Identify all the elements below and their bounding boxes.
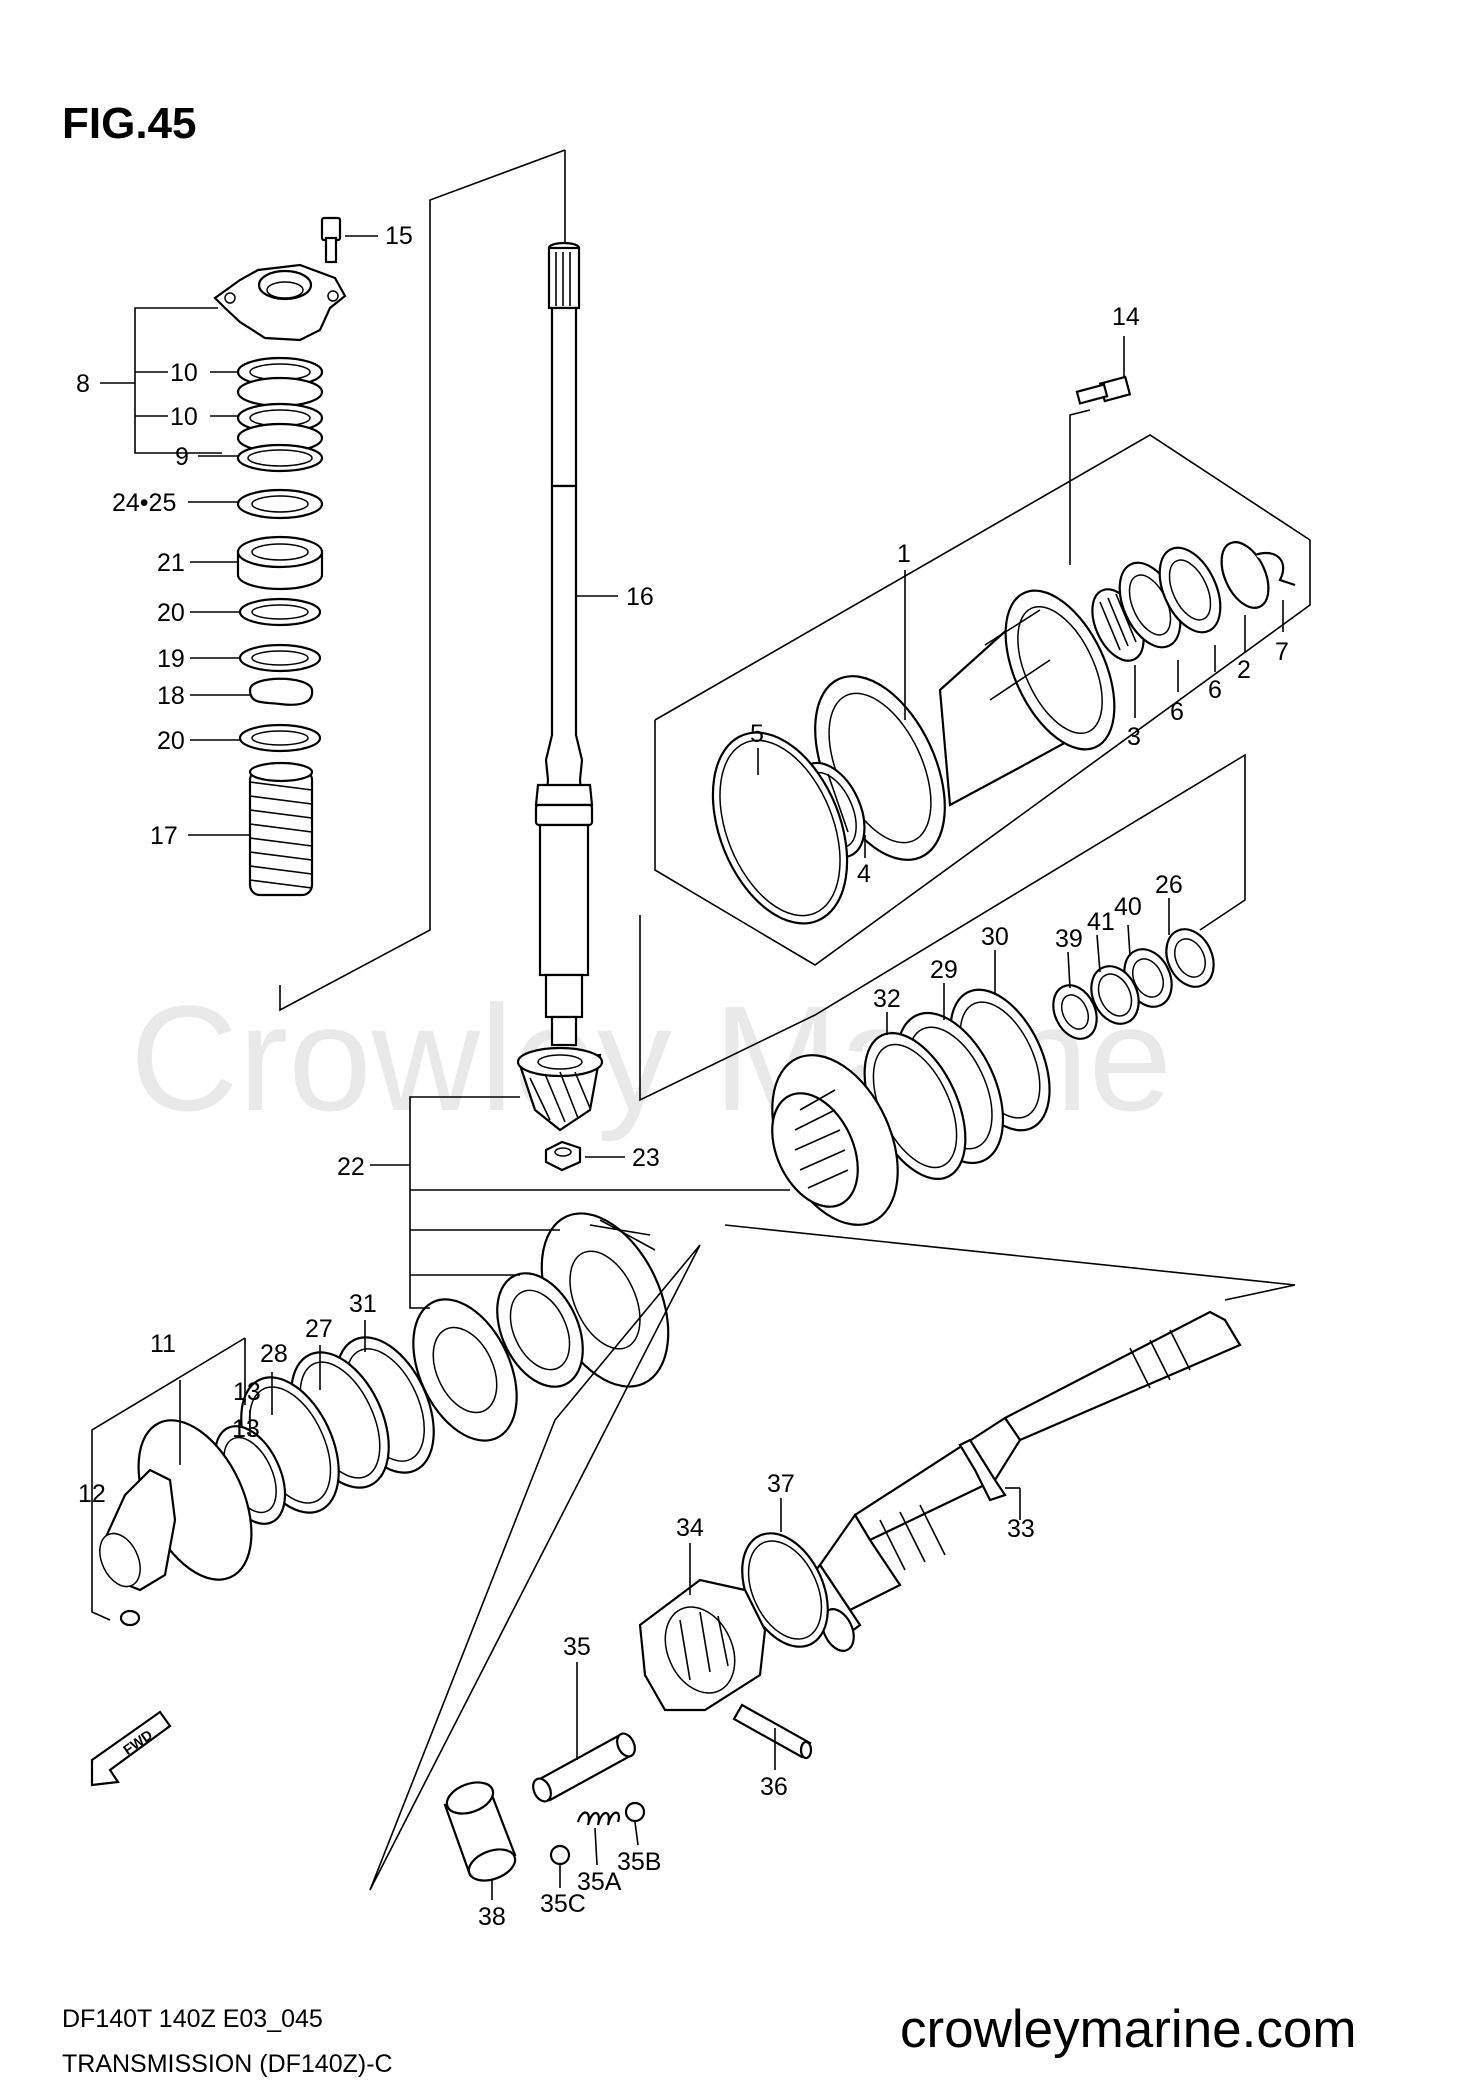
callout-13a: 13 [233,1378,261,1406]
callout-35b: 35B [617,1848,661,1876]
callout-32: 32 [873,985,901,1013]
callout-7: 7 [1275,638,1289,666]
callout-21: 21 [157,549,185,577]
clutch-group: 37 34 [638,1470,829,1712]
website-link[interactable]: crowleymarine.com [900,2000,1357,2059]
callout-40: 40 [1114,893,1142,921]
callout-41: 41 [1087,908,1115,936]
reverse-bearing-group: 11 13 13 28 27 31 12 13 [78,1290,435,1627]
drive-shaft-16: 16 [534,150,654,1047]
nut-23: 23 [544,1140,660,1172]
callout-27: 27 [305,1315,333,1343]
propeller-shaft-housing-group: 14 [639,303,1311,1102]
callout-35: 35 [563,1633,591,1661]
callout-2: 2 [1237,656,1251,684]
diagram-title: TRANSMISSION (DF140Z)-C [62,2050,393,2078]
spring-18 [248,677,314,706]
gear-set-22: 23 22 [337,1046,1296,1891]
callout-33: 33 [1007,1515,1035,1543]
callout-5: 5 [750,720,764,748]
callout-8: 8 [76,370,90,398]
callout-19: 19 [157,645,185,673]
housing-frame [654,434,1311,966]
pin-36: 36 [732,1703,813,1801]
ball-35c: 35C [540,1844,586,1918]
spring-17 [248,761,314,897]
bearing-21 [236,535,324,591]
gear-case-housing [814,589,1116,861]
callout-6b: 6 [1208,676,1222,704]
callout-3: 3 [1127,723,1141,751]
bracket-8 [134,307,222,454]
callout-29: 29 [930,956,958,984]
callout-28: 28 [260,1340,288,1368]
bearing-housing-12 [98,1419,253,1627]
model-code: DF140T 140Z E03_045 [62,2005,323,2033]
callout-39: 39 [1055,925,1083,953]
figure-label: FIG.45 [62,99,197,148]
clutch-dog-34 [638,1578,767,1712]
callout-26: 26 [1155,871,1183,899]
callout-38: 38 [478,1903,506,1931]
stack-frame-line [279,149,566,1012]
callout-37: 37 [767,1470,795,1498]
housing-frame-lower [639,753,1246,1102]
upper-bearing-stack-group: 15 8 10 10 9 24•25 21 20 19 18 20 17 [76,149,566,1012]
callout-36: 36 [760,1773,788,1801]
callout-24-25: 24•25 [112,489,176,517]
callout-10a: 10 [170,359,198,387]
callout-12: 12 [78,1480,106,1508]
callout-18: 18 [157,682,185,710]
pinion-gear [516,1046,604,1132]
seal-2 [1220,541,1270,609]
bracket-22 [409,1096,520,1309]
bolt-14 [1075,375,1132,405]
callout-20b: 20 [157,727,185,755]
propeller-shaft-33: 33 [806,1310,1242,1652]
callout-31: 31 [349,1290,377,1318]
bolt-14-line [1069,409,1091,565]
clip-7 [1254,552,1296,587]
ball-35b: 35B [617,1801,661,1876]
callout-17: 17 [150,822,178,850]
bearing-housing [213,263,347,342]
callout-22: 22 [337,1153,365,1181]
pin-35: 35 [532,1633,636,1803]
clutch-guide-line [369,1244,701,1891]
spring-35a: 35A [576,1811,622,1896]
callout-15: 15 [385,222,413,250]
callout-16: 16 [626,583,654,611]
callout-35c: 35C [540,1890,586,1918]
callout-1: 1 [897,540,911,568]
callout-20a: 20 [157,599,185,627]
callout-10b: 10 [170,403,198,431]
bracket-11 [91,1337,246,1621]
shaft-guide-line [724,1224,1296,1301]
callout-6a: 6 [1170,698,1184,726]
callout-4: 4 [857,860,871,888]
callout-13-lower: 13 [232,1415,260,1443]
callout-34: 34 [676,1514,704,1542]
forward-direction-arrow: FWD [90,1710,172,1787]
callout-14: 14 [1112,303,1140,331]
sleeve-38: 38 [443,1781,517,1931]
bolt-15 [320,216,378,264]
callout-11: 11 [150,1330,176,1358]
callout-9: 9 [175,443,189,471]
forward-gear [771,1054,899,1226]
callout-35a: 35A [577,1868,622,1896]
callout-30: 30 [981,923,1009,951]
callout-23: 23 [632,1144,660,1172]
shift-pin-group: 35 36 35B 35A 35C 38 [443,1633,813,1931]
